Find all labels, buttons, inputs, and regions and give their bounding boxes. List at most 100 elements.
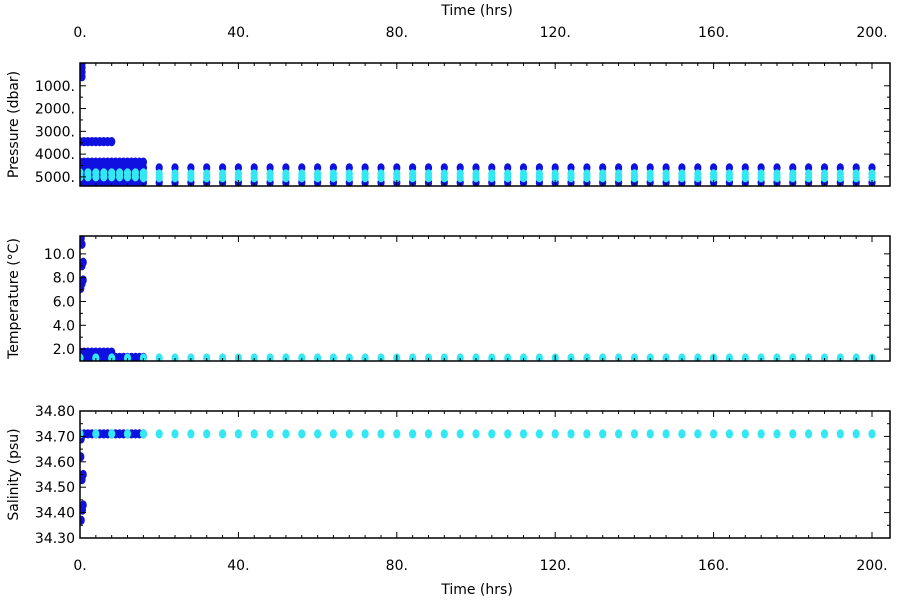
data-point <box>519 353 528 361</box>
data-point <box>123 429 132 439</box>
data-point <box>424 353 433 361</box>
top-x-tick-label: 0. <box>73 25 86 41</box>
data-point <box>187 173 195 183</box>
data-point <box>80 515 85 525</box>
data-point <box>852 429 860 439</box>
data-point <box>329 429 337 439</box>
data-point <box>630 173 639 183</box>
data-point <box>139 429 147 439</box>
data-point <box>377 173 385 183</box>
data-point <box>298 429 306 439</box>
data-point <box>203 429 211 439</box>
data-point <box>757 353 765 361</box>
data-point <box>361 429 369 439</box>
plot-frame <box>79 410 891 539</box>
data-point <box>409 173 417 183</box>
data-point <box>80 500 87 510</box>
y-tick-label: 34.40 <box>35 506 75 522</box>
bottom-x-tick-label: 120. <box>540 558 571 574</box>
data-point <box>131 172 139 182</box>
y-tick-label: 34.70 <box>35 429 75 445</box>
data-point <box>171 429 179 439</box>
data-point <box>139 353 147 361</box>
data-point <box>567 429 575 439</box>
data-point <box>345 353 353 361</box>
data-point <box>219 353 227 361</box>
y-tick-label: 34.50 <box>35 480 75 496</box>
data-point <box>203 173 211 183</box>
data-point <box>139 173 147 183</box>
top-x-tick-label: 200. <box>856 25 887 41</box>
data-point <box>393 429 401 439</box>
data-point <box>108 353 116 361</box>
data-point <box>662 353 670 361</box>
data-point <box>92 353 100 361</box>
data-point <box>757 429 765 439</box>
data-point <box>123 172 132 182</box>
data-point <box>203 353 211 361</box>
data-point <box>219 173 227 183</box>
data-point <box>187 429 195 439</box>
data-point <box>80 72 86 82</box>
data-point <box>80 452 85 462</box>
data-point <box>757 173 765 183</box>
plot-frame <box>79 62 891 187</box>
data-point <box>171 353 179 361</box>
data-point <box>282 353 290 361</box>
data-point <box>80 283 85 293</box>
data-point <box>116 172 124 182</box>
data-point <box>298 173 306 183</box>
data-point <box>361 173 369 183</box>
bottom-x-tick-label: 40. <box>227 558 249 574</box>
panels-layer: 1000.2000.3000.4000.5000.Pressure (dbar)… <box>6 62 891 547</box>
data-point <box>266 173 274 183</box>
data-point <box>836 353 844 361</box>
data-point <box>773 173 781 183</box>
data-point <box>266 353 274 361</box>
data-point <box>583 173 591 183</box>
data-point <box>646 353 654 361</box>
data-point <box>187 353 195 361</box>
data-point <box>472 429 480 439</box>
data-point <box>694 173 702 183</box>
data-point <box>266 429 274 439</box>
data-point <box>868 173 876 183</box>
data-point <box>836 429 844 439</box>
y-tick-label: 10.0 <box>44 247 75 263</box>
y-tick-label: 6.0 <box>53 294 75 310</box>
y-tick-label: 1000. <box>35 79 75 95</box>
data-point <box>820 353 829 361</box>
data-point <box>155 353 163 361</box>
y-tick-label: 4.0 <box>53 318 75 334</box>
data-point <box>773 353 781 361</box>
y-tick-label: 5000. <box>35 170 75 186</box>
data-point <box>599 353 607 361</box>
y-tick-label: 3000. <box>35 124 75 140</box>
data-point <box>789 429 797 439</box>
data-point <box>488 353 496 361</box>
data-point <box>504 429 512 439</box>
data-point <box>488 173 496 183</box>
data-point <box>599 429 607 439</box>
data-point <box>377 353 385 361</box>
data-point <box>820 173 829 183</box>
data-point <box>100 172 108 182</box>
data-point <box>535 173 544 183</box>
data-point <box>155 429 163 439</box>
data-point <box>805 173 813 183</box>
markers <box>80 236 876 361</box>
data-point <box>108 137 116 147</box>
data-point <box>773 429 781 439</box>
top-x-tick-label: 160. <box>698 25 729 41</box>
data-point <box>519 173 528 183</box>
bottom-x-tick-label: 200. <box>856 558 887 574</box>
y-tick-label: 34.30 <box>35 531 75 547</box>
data-point <box>567 173 575 183</box>
data-point <box>678 353 686 361</box>
top-x-tick-label: 80. <box>386 25 408 41</box>
data-point <box>314 173 322 183</box>
data-point <box>725 429 734 439</box>
data-point <box>409 429 417 439</box>
y-tick-label: 34.60 <box>35 455 75 471</box>
